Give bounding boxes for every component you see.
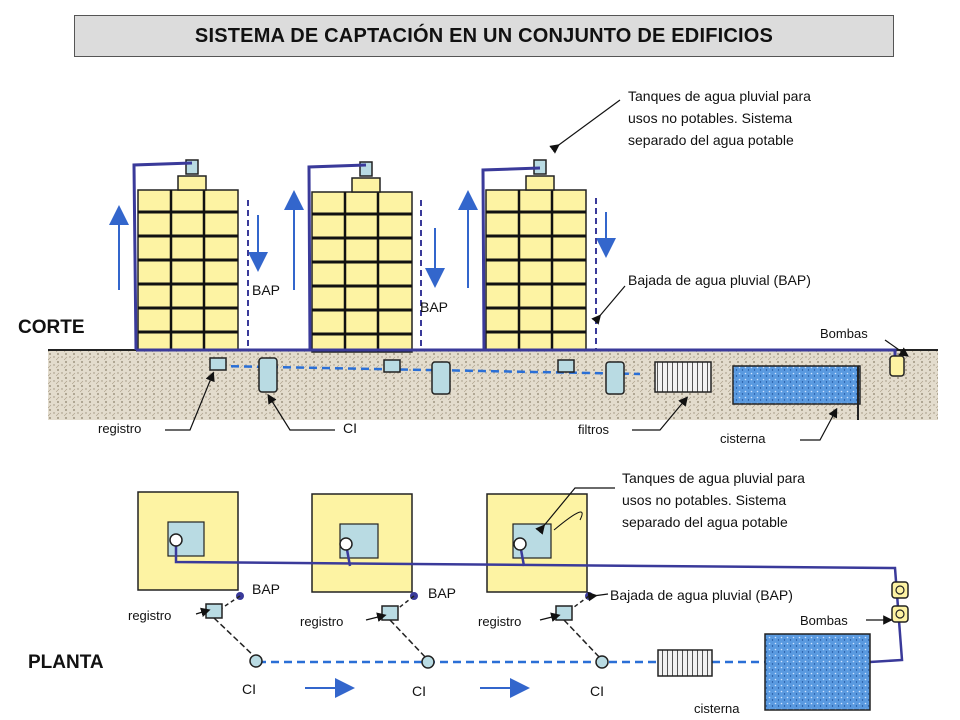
bajada-leader: [591, 285, 626, 325]
corte-ci-2: [431, 361, 451, 395]
corte-bap-1: BAP: [252, 282, 280, 298]
corte-registro-2: [383, 359, 401, 373]
planta-diag-2: [389, 619, 429, 661]
planta-registro-leader-2: [365, 612, 387, 622]
registro-leader: [165, 371, 215, 431]
corte-ci-label: CI: [343, 420, 357, 436]
supply-pipe-1: [132, 161, 193, 351]
planta-diag-3: [563, 619, 603, 661]
planta-outlet-1: [169, 533, 183, 547]
corte-bajada-label: Bajada de agua pluvial (BAP): [628, 272, 811, 288]
planta-section: PLANTA BAP BAP Tanques de agua pluvial p…: [28, 470, 909, 716]
cisterna-leader: [800, 407, 838, 441]
planta-bomba-1-ring: [895, 585, 905, 595]
planta-bajada-leader: [587, 591, 609, 602]
planta-outlet-3: [513, 537, 527, 551]
planta-registro-3-label: registro: [478, 614, 521, 629]
planta-registro-1-label: registro: [128, 608, 171, 623]
planta-bap-link-2: [395, 595, 415, 611]
planta-cisterna-label: cisterna: [694, 701, 740, 716]
bombas-leader: [884, 339, 909, 357]
planta-bomba-2-ring: [895, 609, 905, 619]
planta-ci-3: [595, 655, 609, 669]
corte-registro-label: registro: [98, 421, 141, 436]
planta-diag-1: [213, 617, 257, 659]
corte-filtros: [654, 361, 712, 393]
planta-ci-1: [249, 654, 263, 668]
planta-bajada-label: Bajada de agua pluvial (BAP): [610, 587, 793, 603]
corte-bap-2: BAP: [420, 299, 448, 315]
planta-registro-1: [205, 603, 223, 619]
planta-bap-2: BAP: [428, 585, 456, 601]
corte-ci-3: [605, 361, 625, 395]
title-box: SISTEMA DE CAPTACIÓN EN UN CONJUNTO DE E…: [74, 15, 894, 57]
planta-ci-3-label: CI: [590, 683, 604, 699]
corte-bombas: [889, 355, 905, 377]
corte-building-3: [484, 158, 588, 352]
corte-tanques-line-2: usos no potables. Sistema: [628, 110, 792, 126]
planta-tanques-leader: [535, 487, 615, 535]
filtros-leader: [632, 396, 689, 431]
corte-tanques-line-3: separado del agua potable: [628, 132, 794, 148]
corte-building-1: [136, 158, 240, 352]
corte-registro-1: [209, 357, 227, 371]
corte-filtros-label: filtros: [578, 422, 610, 437]
planta-cisterna: [764, 633, 871, 711]
planta-registro-2: [381, 605, 399, 621]
planta-tanques-line-3: separado del agua potable: [622, 514, 788, 530]
diagram-title: SISTEMA DE CAPTACIÓN EN UN CONJUNTO DE E…: [194, 24, 774, 47]
planta-ci-2-label: CI: [412, 683, 426, 699]
planta-label: PLANTA: [28, 652, 104, 673]
planta-outlet-2: [339, 537, 353, 551]
corte-ci-1: [258, 357, 278, 393]
planta-tanques-curl: [553, 511, 583, 531]
corte-building-2: [310, 160, 414, 354]
planta-ci-1-label: CI: [242, 681, 256, 697]
corte-section: CORTE BAP BAP Tanques de agua pluvial pa…: [18, 88, 938, 446]
corte-cisterna-label: cisterna: [720, 431, 766, 446]
corte-cisterna: [732, 365, 861, 405]
corte-registro-3: [557, 359, 575, 373]
planta-registro-leader-3: [539, 612, 561, 622]
planta-supply-line: [174, 540, 904, 664]
supply-pipe-3: [481, 166, 541, 351]
planta-tanques-line-2: usos no potables. Sistema: [622, 492, 786, 508]
planta-ci-2: [421, 655, 435, 669]
corte-bombas-label: Bombas: [820, 326, 868, 341]
tanques-leader: [549, 99, 621, 154]
planta-bap-link-1: [221, 595, 241, 609]
planta-tanques-line-1: Tanques de agua pluvial para: [622, 470, 805, 486]
corte-label: CORTE: [18, 317, 85, 338]
planta-registro-leader-1: [195, 607, 211, 617]
supply-pipe-2: [307, 163, 367, 351]
planta-bap-link-3: [569, 595, 590, 611]
planta-registro-2-label: registro: [300, 614, 343, 629]
corte-tanques-line-1: Tanques de agua pluvial para: [628, 88, 811, 104]
ci-leader: [267, 393, 335, 431]
planta-filtros: [657, 649, 713, 677]
planta-bombas-label: Bombas: [800, 613, 848, 628]
planta-bomba-1: [891, 581, 909, 599]
planta-bomba-2: [891, 605, 909, 623]
planta-bap-1: BAP: [252, 581, 280, 597]
planta-registro-3: [555, 605, 573, 621]
